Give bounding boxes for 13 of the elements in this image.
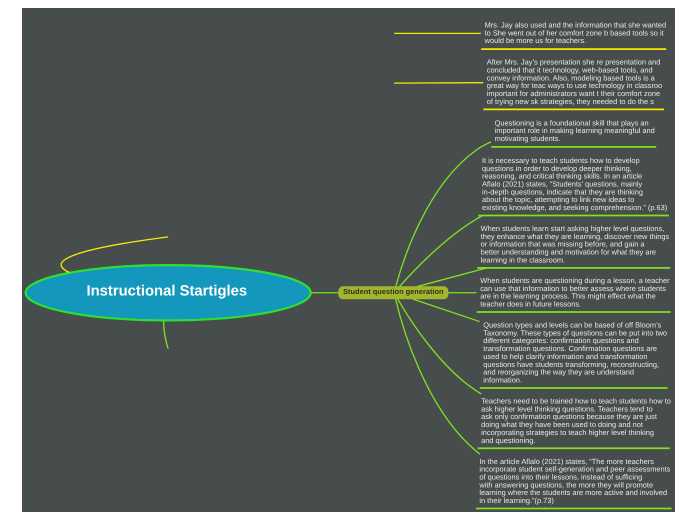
connector — [394, 298, 480, 455]
connector — [162, 320, 169, 349]
connector — [394, 82, 484, 84]
connector — [395, 141, 492, 287]
connector — [399, 214, 484, 287]
node-ellipse: Instructional Startigles — [24, 264, 312, 322]
connector — [397, 298, 482, 395]
connector — [448, 292, 476, 294]
connector — [412, 298, 480, 322]
connector — [60, 236, 168, 274]
connector — [394, 32, 481, 34]
connector — [310, 292, 339, 294]
connector — [417, 267, 487, 288]
